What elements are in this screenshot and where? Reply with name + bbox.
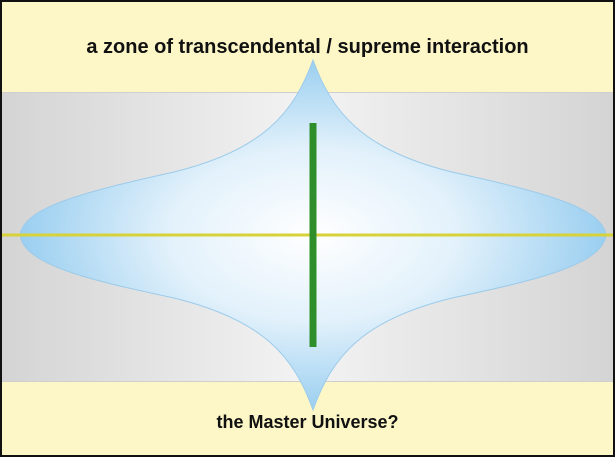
bottom-label: the Master Universe? <box>216 412 399 432</box>
top-label: a zone of transcendental / supreme inter… <box>86 36 529 58</box>
